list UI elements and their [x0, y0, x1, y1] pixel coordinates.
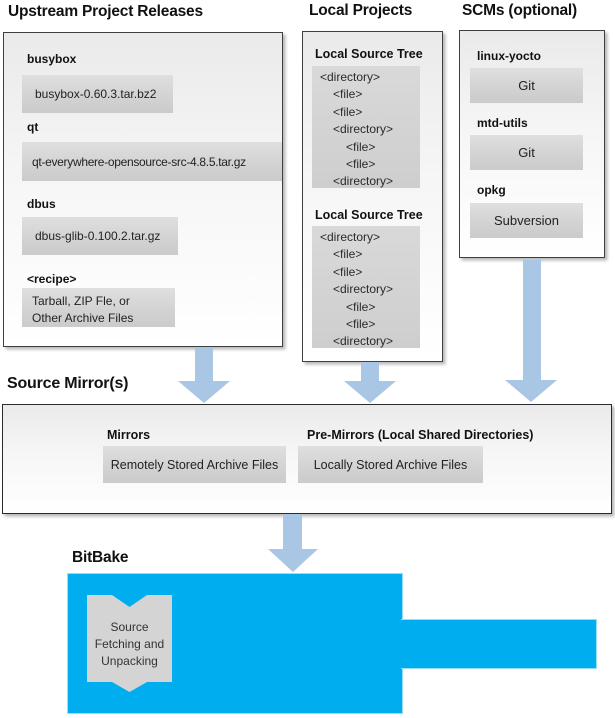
tree-entry: <directory> [333, 282, 394, 297]
down-arrow-icon [344, 381, 396, 403]
local-source-tree-label-2: Local Source Tree [315, 208, 423, 222]
down-arrow-stem [361, 362, 379, 381]
premirrors-value-text: Locally Stored Archive Files [313, 457, 468, 472]
down-arrow-stem [195, 347, 213, 381]
premirrors-value-box: Locally Stored Archive Files [298, 446, 483, 483]
bitbake-block-arm [401, 619, 597, 669]
tree-entry: <directory> [320, 70, 381, 84]
source-mirrors-section-title: Source Mirror(s) [7, 375, 129, 392]
upstream-item-label-busybox: busybox [27, 52, 77, 66]
upstream-file-text-line1: Tarball, ZIP Fle, or [32, 294, 130, 308]
tree-entry: <file> [333, 264, 363, 279]
premirrors-label: Pre-Mirrors (Local Shared Directories) [307, 428, 534, 442]
tree-entry: <file> [346, 139, 376, 154]
tree-entry: <directory> [333, 122, 394, 137]
scm-item-label-opkg: opkg [477, 183, 506, 197]
tree-entry: <directory> [333, 174, 394, 189]
down-arrow-icon [505, 380, 557, 402]
local-source-tree-label-1: Local Source Tree [315, 47, 423, 61]
scm-item-label-mtd-utils: mtd-utils [477, 116, 528, 130]
scm-box-linux-yocto: Git [470, 68, 583, 103]
upstream-file-box-dbus: dbus-glib-0.100.2.tar.gz [22, 217, 178, 255]
scm-value: Git [518, 145, 535, 160]
tree-entry: <file> [333, 104, 363, 119]
source-fetching-ribbon: Source Fetching and Unpacking [87, 595, 172, 692]
tree-entry: <file> [346, 317, 376, 332]
upstream-file-text-line2: Other Archive Files [32, 311, 134, 325]
bitbake-section-title: BitBake [72, 549, 129, 566]
local-projects-section-title: Local Projects [309, 2, 413, 19]
down-arrow-stem [523, 260, 541, 380]
upstream-item-label-recipe: <recipe> [27, 272, 77, 286]
scm-item-label-linux-yocto: linux-yocto [477, 49, 542, 63]
ribbon-text-line3: Unpacking [101, 654, 158, 668]
upstream-file-box-busybox: busybox-0.60.3.tar.bz2 [22, 75, 173, 113]
upstream-item-label-qt: qt [27, 120, 39, 134]
ribbon-text-line2: Fetching and [94, 637, 165, 651]
upstream-item-label-dbus: dbus [27, 197, 56, 211]
local-source-tree-box-1: <directory> <file> <file> <directory> <f… [312, 66, 420, 188]
upstream-file-text: dbus-glib-0.100.2.tar.gz [35, 229, 161, 243]
mirrors-label: Mirrors [107, 428, 151, 442]
tree-entry: <file> [346, 299, 376, 314]
tree-entry: <file> [333, 247, 363, 262]
upstream-section-title: Upstream Project Releases [8, 3, 203, 20]
upstream-file-box-qt: qt-everywhere-opensource-src-4.8.5.tar.g… [22, 142, 282, 181]
scm-value: Subversion [493, 213, 560, 228]
upstream-file-box-recipe: Tarball, ZIP Fle, or Other Archive Files [22, 288, 175, 327]
ribbon-text-line1: Source [110, 620, 149, 634]
tree-entry: <file> [333, 87, 363, 102]
down-arrow-icon [178, 381, 230, 403]
upstream-file-text: qt-everywhere-opensource-src-4.8.5.tar.g… [32, 154, 246, 169]
mirrors-value-box: Remotely Stored Archive Files [103, 446, 286, 483]
tree-entry: <directory> [320, 230, 381, 244]
scm-box-opkg: Subversion [470, 203, 583, 238]
local-source-tree-box-2: <directory> <file> <file> <directory> <f… [312, 226, 420, 348]
scms-section-title: SCMs (optional) [462, 2, 577, 19]
down-arrow-stem [283, 514, 302, 549]
upstream-file-text: busybox-0.60.3.tar.bz2 [35, 87, 157, 101]
tree-entry: <directory> [333, 334, 394, 349]
scm-value: Git [518, 78, 535, 93]
tree-entry: <file> [346, 157, 376, 172]
down-arrow-icon [268, 549, 318, 572]
scm-box-mtd-utils: Git [470, 135, 583, 170]
mirrors-value-text: Remotely Stored Archive Files [110, 457, 279, 472]
